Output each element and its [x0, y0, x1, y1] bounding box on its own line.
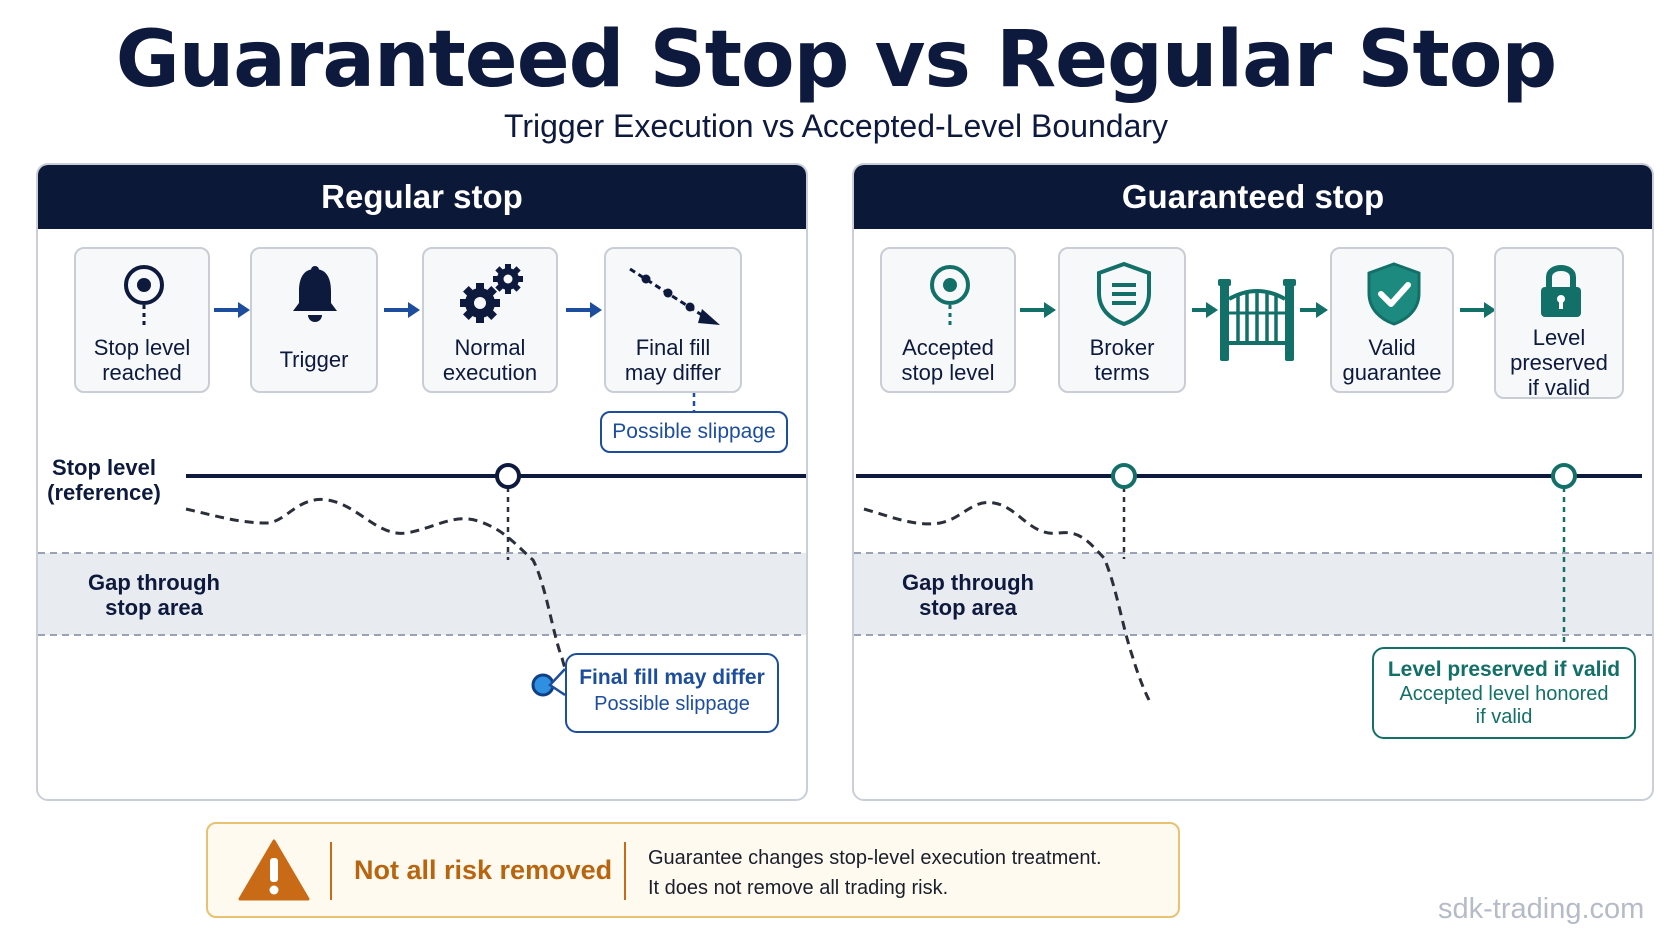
- callout-text: Possible slippage: [594, 693, 750, 715]
- gap-band: [854, 553, 1652, 635]
- warning-title: Not all risk removed: [354, 855, 613, 885]
- step-label: Valid guarantee: [1342, 335, 1442, 385]
- step-label: Normal execution: [442, 335, 538, 385]
- arrow-right-icon: [1192, 302, 1218, 318]
- gap-label: Gap through stop area: [88, 570, 220, 620]
- target-pin-icon: [930, 265, 970, 327]
- watermark: sdk-trading.com: [1438, 893, 1645, 925]
- page-title: Guaranteed Stop vs Regular Stop: [115, 15, 1558, 105]
- regular-stop-panel: Regular stop Stop level reached Trigger: [36, 163, 808, 801]
- warning-divider: [330, 842, 332, 900]
- step-stop-level-reached: Stop level reached: [74, 247, 210, 393]
- possible-slippage-tag: Possible slippage: [600, 411, 788, 453]
- step-accepted-stop-level: Accepted stop level: [880, 247, 1016, 393]
- regular-stop-diagram: [38, 383, 806, 697]
- step-final-fill: Final fill may differ: [604, 247, 742, 393]
- guaranteed-stop-diagram: [854, 463, 1652, 701]
- guaranteed-stop-header: Guaranteed stop: [854, 165, 1652, 229]
- warning-line-1: Guarantee changes stop-level execution t…: [648, 847, 1102, 869]
- step-label: Stop level reached: [93, 335, 191, 385]
- target-pin-icon: [124, 265, 164, 327]
- slippage-tag-text: Possible slippage: [612, 420, 776, 443]
- step-level-preserved: Level preserved if valid: [1494, 247, 1624, 400]
- warning-box: Not all risk removed Guarantee changes s…: [206, 822, 1180, 918]
- regular-stop-header: Regular stop: [38, 165, 806, 229]
- gap-label: Gap through stop area: [902, 570, 1034, 620]
- warning-divider: [624, 842, 626, 900]
- accepted-level-point: [1111, 463, 1137, 489]
- arrow-right-icon: [1300, 302, 1328, 318]
- arrow-right-icon: [384, 302, 420, 318]
- preserved-level-point: [1551, 463, 1577, 489]
- step-label: Final fill may differ: [624, 335, 722, 385]
- step-normal-execution: Normal execution: [422, 247, 558, 393]
- arrow-right-icon: [214, 302, 250, 318]
- trigger-point: [495, 463, 521, 489]
- callout-title: Level preserved if valid: [1387, 658, 1621, 681]
- step-label: Trigger: [279, 347, 349, 372]
- stop-level-label: Stop level (reference): [47, 455, 161, 505]
- callout-pointer: [548, 668, 566, 697]
- price-path: [185, 497, 573, 684]
- bell-icon: [293, 266, 337, 322]
- warning-triangle-icon: [238, 839, 310, 901]
- step-trigger: Trigger: [250, 247, 378, 393]
- arrow-right-icon: [1460, 302, 1496, 318]
- downtrend-arrow-icon: [629, 267, 720, 325]
- guaranteed-stop-panel: Guaranteed stop Accepted stop level Brok…: [852, 163, 1654, 801]
- step-label: Level preserved if valid: [1510, 325, 1608, 400]
- final-fill-callout: Final fill may differ Possible slippage: [565, 653, 779, 733]
- callout-title: Final fill may differ: [579, 666, 765, 689]
- page-subtitle: Trigger Execution vs Accepted-Level Boun…: [503, 108, 1169, 144]
- level-preserved-callout: Level preserved if valid Accepted level …: [1372, 647, 1636, 739]
- step-broker-terms: Broker terms: [1058, 247, 1186, 393]
- gears-icon: [460, 264, 523, 323]
- gap-band: [38, 553, 806, 635]
- document-shield-icon: [1097, 261, 1151, 327]
- step-valid-guarantee: Valid guarantee: [1330, 247, 1454, 393]
- callout-text: Accepted level honored if valid: [1399, 683, 1609, 728]
- step-label: Accepted stop level: [901, 335, 995, 385]
- arrow-right-icon: [1020, 302, 1056, 318]
- padlock-icon: [1541, 265, 1581, 317]
- shield-check-icon: [1367, 262, 1421, 326]
- price-path: [863, 501, 1151, 701]
- arrow-right-icon: [566, 302, 602, 318]
- warning-line-2: It does not remove all trading risk.: [648, 877, 949, 899]
- step-label: Broker terms: [1089, 335, 1155, 385]
- gate-icon: [1218, 279, 1296, 361]
